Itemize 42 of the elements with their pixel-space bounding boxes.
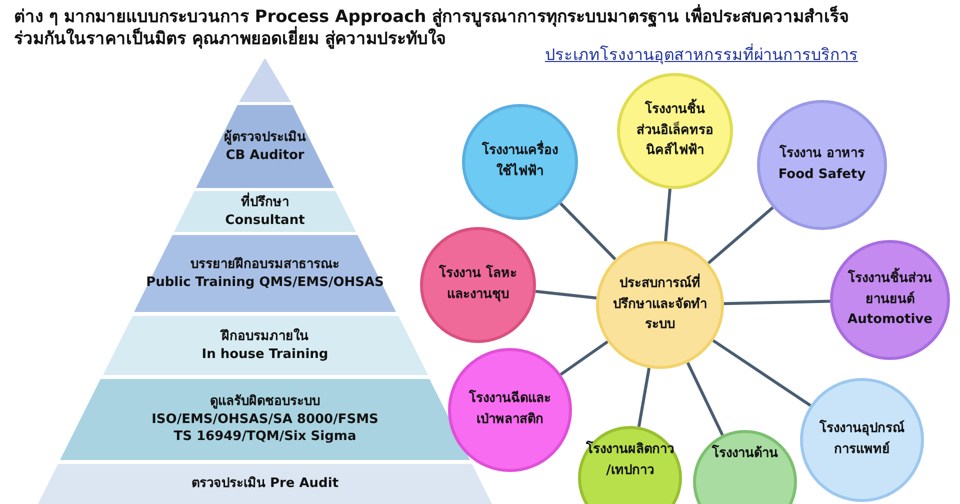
pyramid-layer bbox=[174, 191, 356, 232]
layer-text: TS 16949/TQM/Six Sigma bbox=[174, 428, 356, 446]
connector-line bbox=[707, 206, 774, 264]
layer-text: ที่ปรึกษา bbox=[241, 194, 289, 212]
layer-text: ผู้ตรวจประเมิน bbox=[224, 128, 306, 146]
circle-text: Food Safety bbox=[778, 166, 866, 184]
layer-text: ดูแลรับผิดชอบระบบ bbox=[210, 393, 320, 411]
circle-text: โรงงานเครื่องใช้ไฟฟ้า bbox=[479, 141, 561, 183]
category-circle bbox=[693, 430, 797, 504]
connector-line bbox=[560, 202, 616, 260]
connector-line bbox=[535, 290, 597, 300]
connector-line bbox=[686, 362, 724, 436]
circle-text: โรงงาน โลหะและงานชุบ bbox=[438, 264, 518, 304]
connector-line bbox=[664, 188, 672, 242]
circle-text: โรงงานอุปกรณ์การแพทย์ bbox=[818, 419, 906, 459]
layer-text: Consultant bbox=[225, 212, 305, 230]
connector-line bbox=[637, 368, 651, 428]
circle-text: โรงงานชิ้นส่วนยานยนต์ bbox=[847, 268, 933, 310]
circle-text: โรงงานฉีดและเป่าพลาสติก bbox=[468, 389, 552, 429]
layer-text: บรรยายฝึกอบรมสาธารณะ bbox=[190, 256, 340, 274]
layer-text: CB Auditor bbox=[226, 146, 304, 164]
connector-line bbox=[724, 300, 830, 306]
connector-line bbox=[712, 339, 812, 407]
circle-text: ประสบการณ์ที่ปรึกษาและจัดทำระบบ bbox=[613, 274, 707, 334]
layer-text: ตรวจประเมิน Pre Audit bbox=[191, 475, 339, 493]
pyramid-layer bbox=[102, 316, 428, 375]
connector-line bbox=[560, 340, 608, 376]
layer-text: Public Training QMS/EMS/OHSAS bbox=[146, 274, 384, 292]
pyramid-layer bbox=[134, 235, 396, 312]
circle-text: Automotive bbox=[848, 311, 932, 330]
circle-text: โรงงานผลิตกาว /เทปกาว bbox=[585, 440, 675, 480]
circle-text: โรงงาน อาหาร bbox=[780, 144, 864, 164]
layer-text: ฝึกอบรมภายใน bbox=[222, 328, 308, 346]
pyramid-tip bbox=[239, 58, 291, 102]
circle-text: โรงงานด้าน bbox=[712, 444, 778, 464]
pyramid-layer bbox=[60, 379, 470, 460]
section-heading: ประเภทโรงงานอุตสาหกรรมที่ผ่านการบริการ bbox=[545, 42, 858, 66]
layer-text: In house Training bbox=[202, 346, 328, 364]
circle-text: โรงงานชิ้นส่วนอิเล็คทรอนิคส์ไฟฟ้า bbox=[634, 100, 716, 162]
pyramid-layer bbox=[38, 464, 492, 504]
layer-text: ISO/EMS/OHSAS/SA 8000/FSMS bbox=[152, 410, 378, 428]
pyramid-layer bbox=[196, 105, 334, 188]
